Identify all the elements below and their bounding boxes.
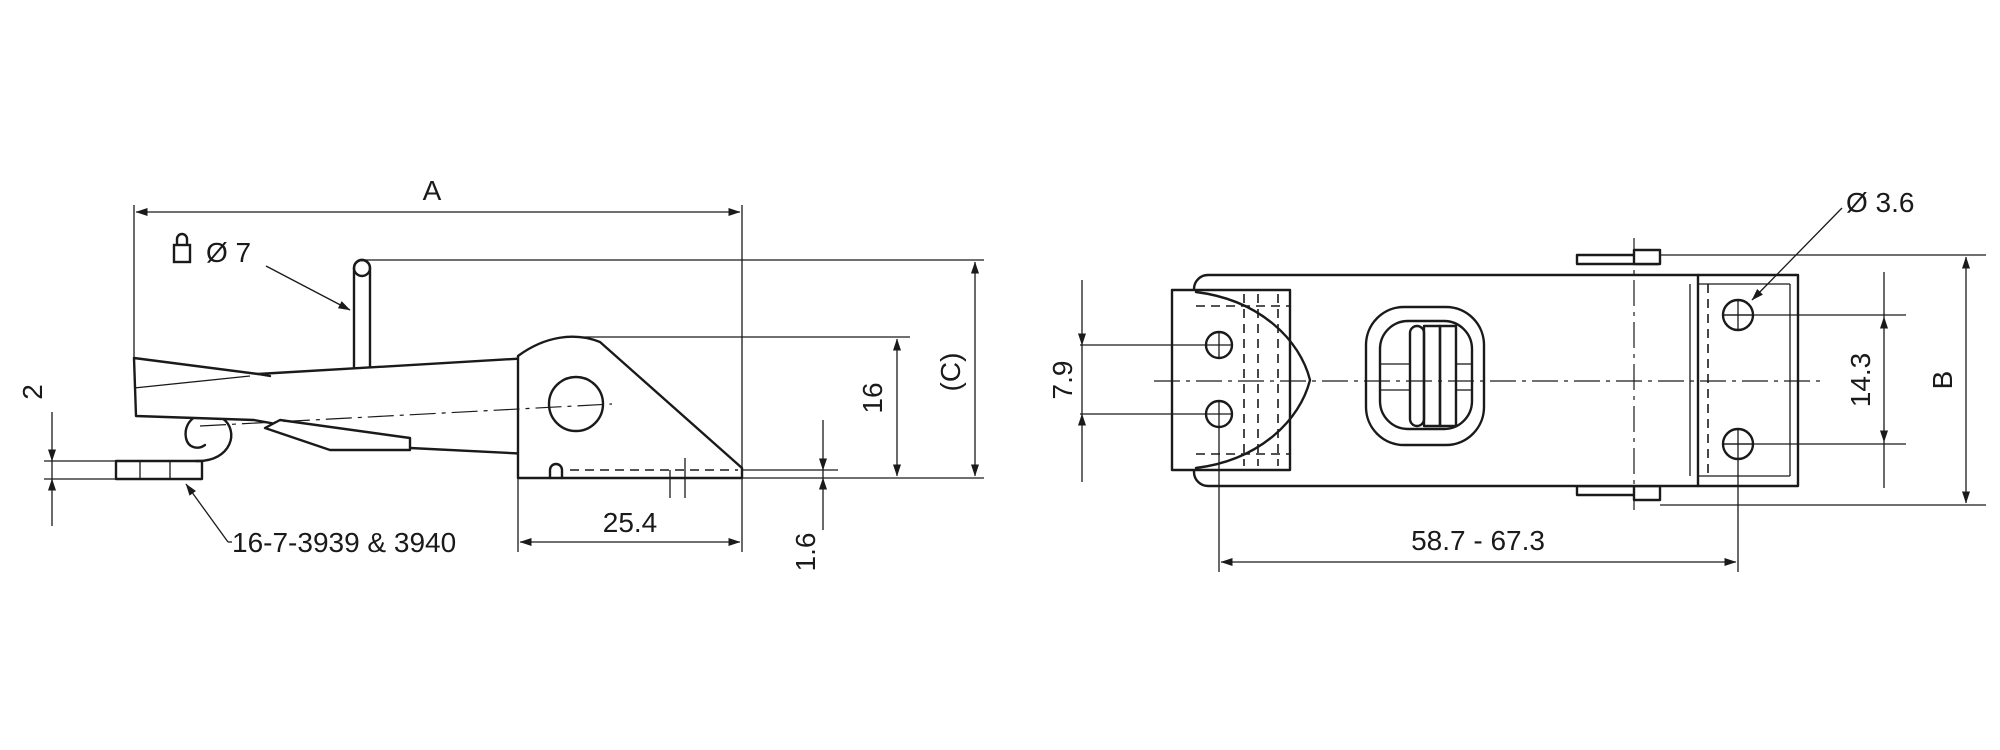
dim-label-14-3: 14.3	[1845, 353, 1876, 408]
hinge-knuckle-bottom	[1632, 484, 1662, 502]
leader-padlock-hole	[265, 265, 351, 311]
top-view: 7.9 Ø 3.6 14.3 B 58.7 - 67.3	[1047, 187, 1986, 572]
dim-label-16: 16	[857, 382, 888, 413]
dim-label-padlock-hole: Ø 7	[206, 237, 251, 268]
dim-label-25-4: 25.4	[603, 507, 658, 538]
pivot-slot	[1364, 305, 1486, 447]
padlock-icon	[172, 232, 192, 264]
top-extension-lines	[1080, 254, 1986, 572]
catch-plate	[114, 412, 233, 481]
lever-hook	[132, 356, 532, 456]
dim-label-b: B	[1927, 371, 1958, 390]
side-view: A Ø 7 (C) 16 1.6 25.4 2 16-7-3939 & 3940	[17, 175, 984, 571]
dim-label-mount-hole: Ø 3.6	[1846, 187, 1914, 218]
dim-label-a: A	[423, 175, 442, 206]
dim-label-thickness: 1.6	[790, 533, 821, 572]
dim-label-2: 2	[17, 384, 48, 400]
leader-mount-hole	[1751, 207, 1843, 301]
side-center-line	[199, 403, 613, 427]
label-catch-reference: 16-7-3939 & 3940	[232, 527, 456, 558]
hook-nose	[1194, 290, 1312, 470]
leader-catch-reference	[185, 483, 229, 543]
hinge-knuckle-top	[1632, 248, 1662, 266]
dim-label-adjust-range: 58.7 - 67.3	[1411, 525, 1545, 556]
side-extension-lines	[44, 205, 984, 552]
dim-label-7-9: 7.9	[1047, 361, 1078, 400]
base-bracket	[516, 335, 744, 498]
dim-label-c: (C)	[935, 353, 966, 392]
padlock-staple	[352, 258, 372, 384]
hook-plate	[1170, 288, 1292, 472]
hook-hidden-lines	[1196, 294, 1291, 466]
